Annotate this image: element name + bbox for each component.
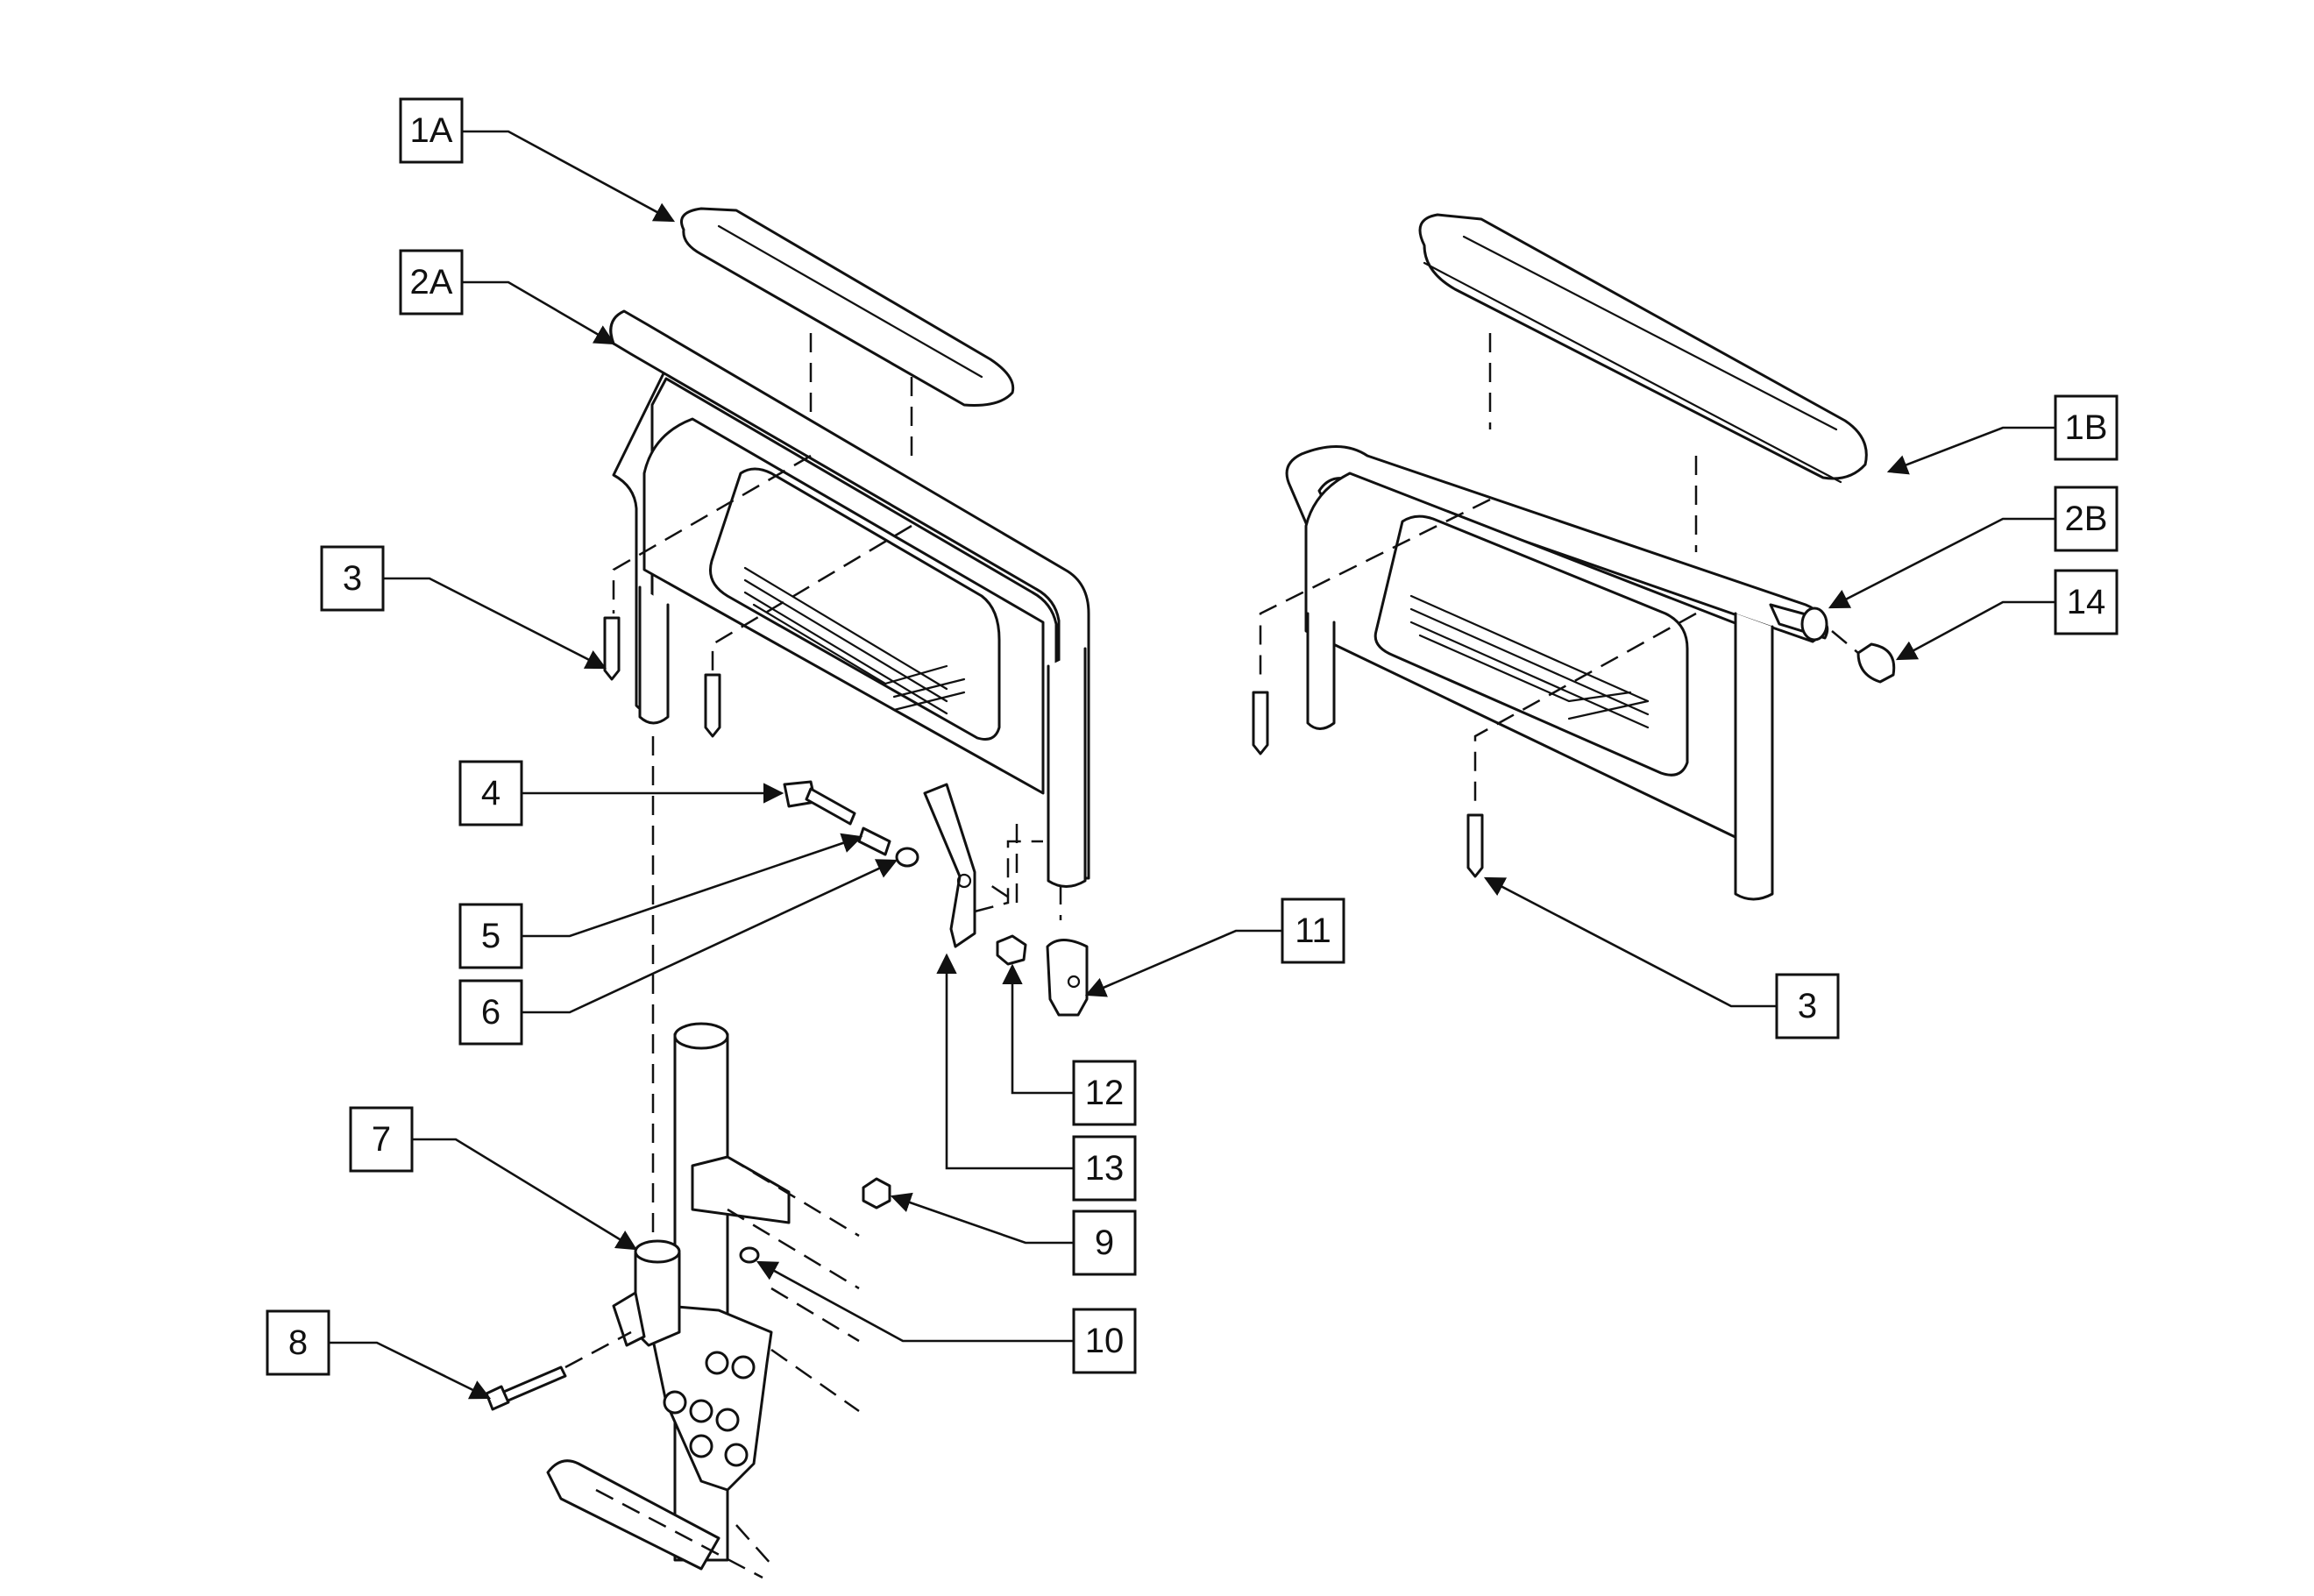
frame-section xyxy=(546,1022,860,1579)
left-armrest-assembly xyxy=(603,207,1090,1262)
spring-5 xyxy=(857,826,891,856)
callout-1A: 1A xyxy=(399,97,464,164)
callout-13: 13 xyxy=(1072,1135,1137,1202)
leader-2B xyxy=(1828,517,2055,609)
callout-1B: 1B xyxy=(2054,394,2119,461)
callout-2B: 2B xyxy=(2054,486,2119,552)
washer-10 xyxy=(739,1246,760,1264)
leader-11 xyxy=(1084,929,1282,997)
callout-3-left: 3 xyxy=(320,545,385,612)
frame-crossbar xyxy=(546,1459,720,1571)
callout-2A-label: 2A xyxy=(410,263,453,301)
callout-1B-label: 1B xyxy=(2065,408,2108,447)
leader-7 xyxy=(412,1138,637,1251)
callout-11: 11 xyxy=(1281,897,1345,964)
callout-4: 4 xyxy=(458,760,523,826)
leader-5 xyxy=(522,833,863,938)
callout-5-label: 5 xyxy=(481,917,500,955)
leader-1B xyxy=(1886,426,2055,475)
bolt-4 xyxy=(783,780,856,826)
receiver-11 xyxy=(1046,939,1089,1017)
callout-7: 7 xyxy=(349,1106,414,1173)
right-rear-post xyxy=(1306,612,1336,730)
callout-6: 6 xyxy=(458,979,523,1046)
callout-8-label: 8 xyxy=(288,1323,308,1362)
right-armrest-assembly xyxy=(1252,213,1896,901)
callout-2B-label: 2B xyxy=(2065,500,2108,538)
callout-8: 8 xyxy=(266,1309,330,1376)
callout-13-label: 13 xyxy=(1085,1149,1125,1188)
leader-lines xyxy=(329,130,2055,1400)
callout-9: 9 xyxy=(1072,1209,1137,1276)
left-armrest-pad xyxy=(680,207,1015,407)
right-armrest-pad xyxy=(1418,213,1868,480)
callout-11-label: 11 xyxy=(1295,911,1331,950)
bolt-8 xyxy=(498,1365,567,1404)
left-screw-front xyxy=(704,673,721,738)
leader-12 xyxy=(1002,963,1074,1095)
right-screw-front xyxy=(1466,813,1484,878)
nut-12 xyxy=(996,934,1027,966)
left-front-post xyxy=(1047,647,1087,888)
callout-4-label: 4 xyxy=(481,774,500,812)
right-arm-tube xyxy=(1285,445,1824,643)
left-rear-post xyxy=(638,585,670,725)
callout-3-left-label: 3 xyxy=(343,559,362,598)
leader-13 xyxy=(936,953,1074,1170)
callout-7-label: 7 xyxy=(372,1120,391,1159)
right-screw-rear xyxy=(1252,691,1269,755)
leader-8 xyxy=(329,1341,492,1400)
callout-14: 14 xyxy=(2054,569,2119,635)
left-screw-rear xyxy=(603,616,621,681)
leader-3-left xyxy=(383,577,607,670)
leader-2A xyxy=(462,280,616,345)
callout-2A: 2A xyxy=(399,249,464,316)
leader-1A xyxy=(462,130,676,223)
callout-12: 12 xyxy=(1072,1060,1137,1126)
leader-6 xyxy=(522,859,898,1014)
end-cap-14 xyxy=(1856,642,1896,684)
leader-10 xyxy=(756,1260,1074,1343)
leader-9 xyxy=(890,1192,1074,1245)
callout-9-label: 9 xyxy=(1095,1224,1114,1262)
nut-9 xyxy=(862,1177,891,1209)
callout-1A-label: 1A xyxy=(410,111,453,150)
callout-12-label: 12 xyxy=(1085,1074,1125,1112)
callout-10-label: 10 xyxy=(1085,1322,1125,1360)
left-arm-tube-loop xyxy=(609,309,1090,880)
callout-3-right-label: 3 xyxy=(1798,987,1817,1025)
leader-3-right xyxy=(1483,876,1777,1008)
callout-10: 10 xyxy=(1072,1308,1137,1374)
washer-6 xyxy=(895,847,919,868)
leader-14 xyxy=(1895,600,2055,661)
release-lever-13 xyxy=(923,783,976,948)
callout-14-label: 14 xyxy=(2067,583,2106,621)
callout-3-right: 3 xyxy=(1775,973,1840,1039)
callout-6-label: 6 xyxy=(481,993,500,1032)
callout-5: 5 xyxy=(458,903,523,969)
right-front-post xyxy=(1734,612,1774,901)
